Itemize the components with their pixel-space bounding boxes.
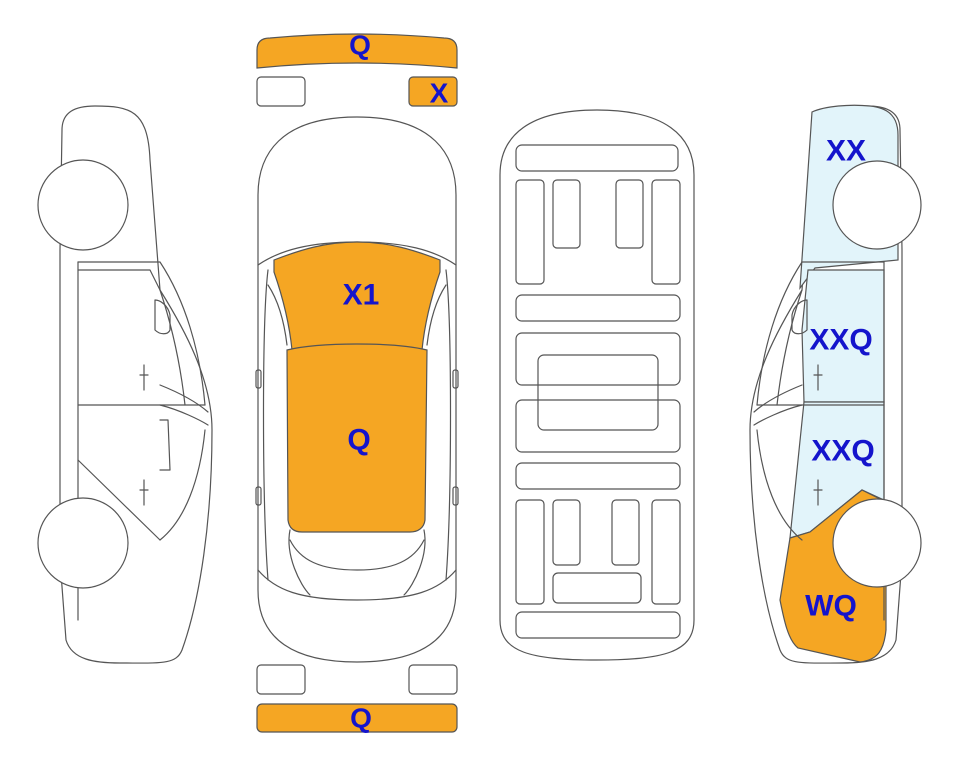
left-side-body-outline <box>59 105 213 664</box>
top-front-right-light <box>408 76 458 107</box>
left-front-wheel <box>37 159 129 251</box>
interior-view <box>499 109 695 661</box>
damage-labels: Q X X1 Q Q XX XXQ XXQ WQ <box>343 30 875 734</box>
top-roof <box>286 343 428 533</box>
label-right-front-fender: XX <box>826 135 866 168</box>
right-front-wheel <box>832 160 922 250</box>
label-rear-bumper: Q <box>350 703 372 734</box>
label-right-front-door: XXQ <box>809 324 872 357</box>
top-view <box>255 33 459 733</box>
label-right-rear-quarter: WQ <box>805 590 857 623</box>
left-side-view <box>37 105 213 664</box>
label-front-bumper: Q <box>349 30 371 61</box>
left-rear-wheel <box>37 497 129 589</box>
label-right-rear-door: XXQ <box>811 435 874 468</box>
label-roof: Q <box>347 424 370 457</box>
top-body-outline <box>257 116 457 663</box>
top-rear-left-light <box>256 664 306 695</box>
label-front-right-light: X <box>430 78 449 109</box>
top-front-left-light <box>256 76 306 107</box>
top-rear-bumper <box>256 703 458 733</box>
top-front-bumper <box>256 33 458 69</box>
top-hood <box>273 241 441 351</box>
right-rear-wheel <box>832 498 922 588</box>
interior-outline <box>499 109 695 661</box>
right-side-view <box>749 104 922 664</box>
label-hood: X1 <box>343 279 380 312</box>
top-rear-right-light <box>408 664 458 695</box>
